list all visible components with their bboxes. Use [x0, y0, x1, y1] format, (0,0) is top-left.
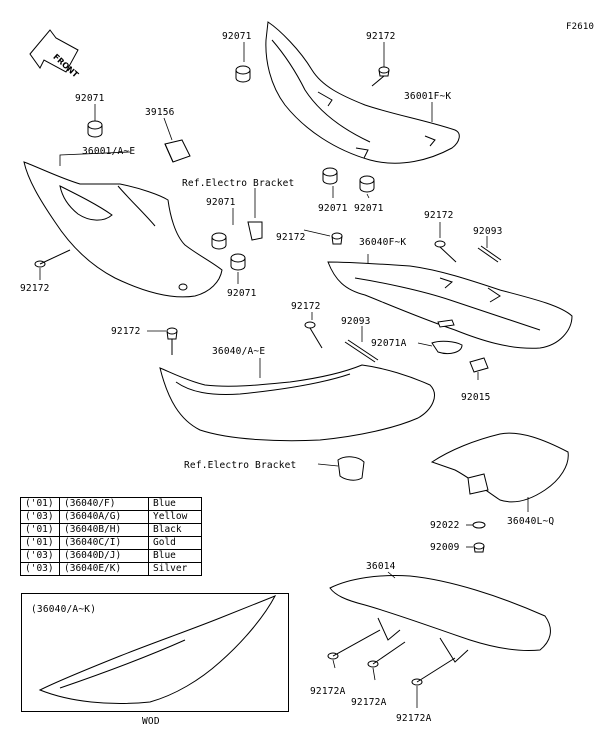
part-label-92071-center1[interactable]: 92071 [318, 203, 348, 214]
ref-label-electro-bracket-bottom[interactable]: Ref.Electro Bracket [184, 460, 297, 471]
ref-label-electro-bracket-top[interactable]: Ref.Electro Bracket [182, 178, 295, 189]
part-label-36040fk[interactable]: 36040F~K [359, 237, 407, 248]
table-cell-color: Blue [148, 497, 202, 511]
part-label-36040lq[interactable]: 36040L~Q [507, 516, 555, 527]
bolt-left [34, 249, 71, 268]
table-cell-part: (36040B/H) [59, 523, 149, 537]
part-label-92172a-1[interactable]: 92172A [310, 686, 346, 697]
part-label-92009[interactable]: 92009 [430, 542, 460, 553]
electro-bracket-top [247, 221, 263, 241]
part-label-92071a[interactable]: 92071A [371, 338, 407, 349]
bolt-92009 [473, 542, 485, 553]
table-cell-color: Yellow [148, 510, 202, 524]
table-cell-year: ('01) [20, 523, 60, 537]
part-label-36014[interactable]: 36014 [366, 561, 396, 572]
grommet-92071a [431, 319, 463, 355]
bolt-lower [166, 327, 178, 355]
table-row: ('01) (36040/F) Blue [20, 497, 202, 511]
bolt-92172a-2 [367, 641, 406, 668]
part-label-92172-center[interactable]: 92172 [276, 232, 306, 243]
tail-cover-center [327, 261, 573, 349]
part-label-36001ae[interactable]: 36001/A~E [82, 146, 136, 157]
grommet-mid-2 [230, 253, 246, 271]
part-label-92015[interactable]: 92015 [461, 392, 491, 403]
grommet-left [87, 120, 103, 138]
table-cell-color: Gold [148, 536, 202, 550]
table-cell-year: ('03) [20, 510, 60, 524]
table-cell-part: (36040D/J) [59, 549, 149, 563]
side-cover-right-upper [265, 21, 460, 164]
table-cell-color: Blue [148, 549, 202, 563]
table-cell-part: (36040/F) [59, 497, 149, 511]
bolt-center [331, 232, 343, 245]
part-label-92172-lower[interactable]: 92172 [111, 326, 141, 337]
grommet-center-1 [322, 167, 338, 185]
table-row: ('01) (36040B/H) Black [20, 523, 202, 537]
color-variant-table: ('01) (36040/F) Blue ('03) (36040A/G) Ye… [20, 497, 202, 576]
table-cell-year: ('03) [20, 549, 60, 563]
part-label-92071-left[interactable]: 92071 [75, 93, 105, 104]
grommet-mid-1 [211, 232, 227, 250]
part-label-92172-mid[interactable]: 92172 [291, 301, 321, 312]
rod-92093-mid [344, 339, 379, 363]
inset-cover [38, 595, 277, 704]
inset-caption: WOD [142, 716, 160, 727]
front-arrow-icon: FRONT [29, 29, 80, 80]
grommet-center-2 [359, 175, 375, 193]
washer-92022 [472, 521, 486, 529]
table-cell-part: (36040C/I) [59, 536, 149, 550]
part-label-36040ae[interactable]: 36040/A~E [212, 346, 266, 357]
bolt-92172a-3 [411, 657, 456, 686]
table-cell-year: ('01) [20, 536, 60, 550]
tail-cover-left [159, 364, 435, 442]
part-label-92172a-2[interactable]: 92172A [351, 697, 387, 708]
diagram-ref-code: F2610 [566, 22, 595, 32]
part-label-92071-mid1[interactable]: 92071 [206, 197, 236, 208]
chain-guard [329, 575, 551, 663]
table-cell-part: (36040A/G) [59, 510, 149, 524]
table-cell-color: Silver [148, 562, 202, 576]
table-cell-part: (36040E/K) [59, 562, 149, 576]
part-label-92071-center2[interactable]: 92071 [354, 203, 384, 214]
table-cell-year: ('03) [20, 562, 60, 576]
grommet-top [235, 65, 251, 83]
rubber-pad-39156 [164, 139, 191, 163]
leader-lines [39, 42, 529, 708]
part-label-92172-right[interactable]: 92172 [424, 210, 454, 221]
part-label-92172-top[interactable]: 92172 [366, 31, 396, 42]
rear-bracket-cover [430, 432, 569, 503]
table-cell-year: ('01) [20, 497, 60, 511]
rod-92093-right [477, 245, 502, 263]
table-row: ('03) (36040A/G) Yellow [20, 510, 202, 524]
part-label-92071-mid2[interactable]: 92071 [227, 288, 257, 299]
electro-bracket-bottom [337, 456, 365, 481]
clip-92015 [469, 357, 489, 373]
inset-title: (36040/A~K) [31, 604, 97, 615]
part-label-92022[interactable]: 92022 [430, 520, 460, 531]
part-label-39156[interactable]: 39156 [145, 107, 175, 118]
inset-box [21, 593, 289, 712]
table-cell-color: Black [148, 523, 202, 537]
bolt-mid [304, 321, 323, 349]
table-row: ('03) (36040D/J) Blue [20, 549, 202, 563]
table-row: ('01) (36040C/I) Gold [20, 536, 202, 550]
part-label-92071-top[interactable]: 92071 [222, 31, 252, 42]
part-label-92093-mid[interactable]: 92093 [341, 316, 371, 327]
table-row: ('03) (36040E/K) Silver [20, 562, 202, 576]
part-label-92172a-3[interactable]: 92172A [396, 713, 432, 724]
bolt-92172a-1 [327, 629, 381, 660]
part-label-92093-right[interactable]: 92093 [473, 226, 503, 237]
part-label-36001fk[interactable]: 36001F~K [404, 91, 452, 102]
bolt-right [434, 240, 457, 263]
side-cover-left [23, 161, 223, 298]
part-label-92172-left[interactable]: 92172 [20, 283, 50, 294]
bolt-top [371, 66, 390, 87]
